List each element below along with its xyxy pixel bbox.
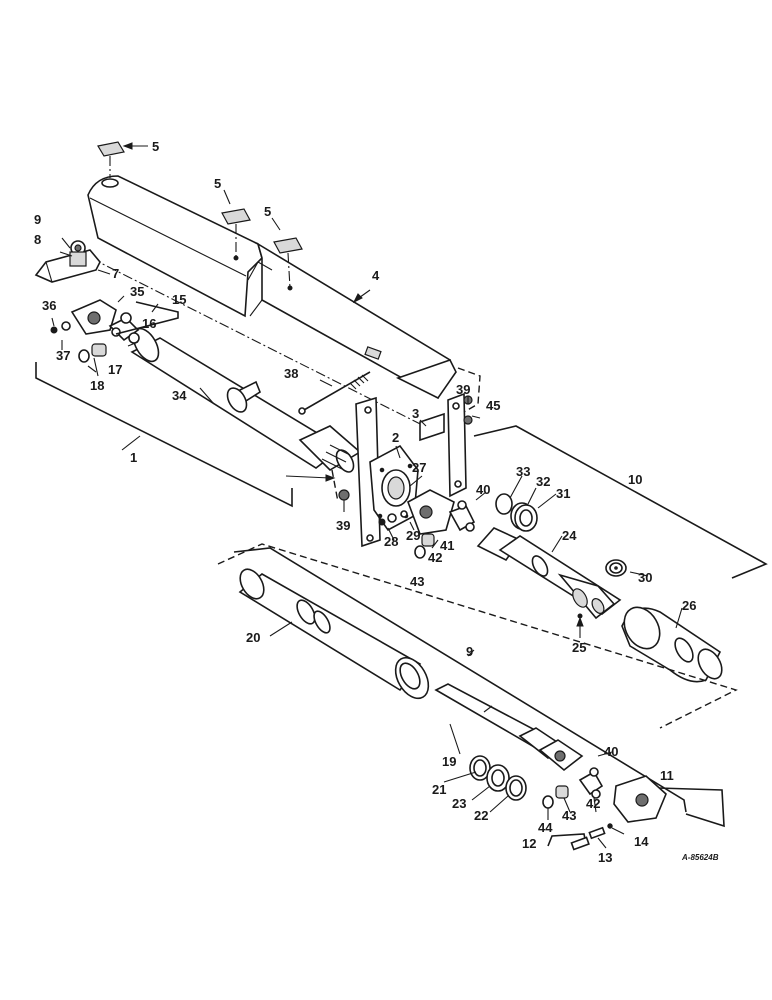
callout-10: 10 — [628, 472, 642, 487]
callout-brackets — [35, 301, 293, 508]
callout-35: 35 — [130, 284, 144, 299]
callout-18: 18 — [90, 378, 104, 393]
callout-2: 2 — [392, 430, 399, 445]
callout-4: 4 — [372, 268, 380, 283]
callout-23: 23 — [452, 796, 466, 811]
callout-38: 38 — [284, 366, 298, 381]
pto-shield-assembly — [74, 175, 457, 435]
callout-39-bottom: 39 — [336, 518, 350, 533]
callout-5c: 5 — [264, 204, 271, 219]
rear-shaft — [476, 527, 723, 683]
callout-42-top: 42 — [428, 550, 442, 565]
callout-43-top: 43 — [410, 574, 424, 589]
inner-shaft — [434, 683, 584, 772]
callout-12: 12 — [522, 836, 536, 851]
drawing-reference: A-85624B — [681, 853, 719, 862]
callout-42-bottom: 43 — [562, 808, 576, 823]
shield-clips — [97, 141, 303, 291]
callout-6: 7 — [112, 266, 119, 281]
callout-20: 20 — [246, 630, 260, 645]
rear-section-group — [473, 425, 768, 579]
rear-rings — [495, 493, 538, 532]
callout-1: 1 — [130, 450, 137, 465]
callout-3: 3 — [412, 406, 419, 421]
front-shaft — [130, 327, 362, 473]
callout-7: 8 — [34, 232, 41, 247]
front-rings — [469, 566, 618, 801]
callout-5a: 5 — [152, 139, 159, 154]
callout-25: 25 — [572, 640, 586, 655]
callout-9: 9 — [466, 644, 473, 659]
callout-40-top: 40 — [476, 482, 490, 497]
callout-43-bottom: 44 — [538, 820, 553, 835]
callout-34: 34 — [172, 388, 187, 403]
callout-21: 21 — [432, 782, 446, 797]
rear-yoke-group — [233, 547, 725, 828]
callout-19: 19 — [442, 754, 456, 769]
callout-27: 27 — [412, 460, 426, 475]
callout-22: 22 — [474, 808, 488, 823]
callout-40-bottom: 40 — [604, 744, 618, 759]
callout-30: 30 — [638, 570, 652, 585]
callout-16: 16 — [142, 316, 156, 331]
callout-36: 36 — [42, 298, 56, 313]
callout-26: 26 — [682, 598, 696, 613]
callout-41-top: 41 — [440, 538, 454, 553]
leader-lines — [51, 142, 683, 849]
front-yoke-and-cross — [50, 299, 140, 363]
support-plates — [331, 367, 481, 548]
callout-37: 37 — [56, 348, 70, 363]
callout-8: 9 — [34, 212, 41, 227]
outer-shaft-group — [217, 543, 738, 729]
callout-29: 29 — [406, 528, 420, 543]
callout-39-top: 39 — [456, 382, 470, 397]
callout-41-bottom: 42 — [586, 796, 600, 811]
center-yoke-parts — [378, 489, 476, 559]
callout-15: 15 — [172, 292, 186, 307]
callout-33: 33 — [516, 464, 530, 479]
callout-14: 14 — [634, 834, 649, 849]
bolt-38 — [298, 371, 371, 415]
rear-yoke-and-cross — [542, 767, 667, 851]
callout-17: 17 — [108, 362, 122, 377]
callout-32: 32 — [536, 474, 550, 489]
callout-13: 13 — [598, 850, 612, 865]
callout-44: 45 — [486, 398, 500, 413]
callout-24: 24 — [562, 528, 577, 543]
callout-31: 31 — [556, 486, 570, 501]
callout-28: 28 — [384, 534, 398, 549]
callout-labels: 5 5 5 9 8 7 4 15 35 16 36 37 17 18 38 34… — [34, 139, 719, 865]
callout-5b: 5 — [214, 176, 221, 191]
callout-11: 11 — [660, 768, 674, 783]
shield-bracket — [34, 240, 101, 283]
